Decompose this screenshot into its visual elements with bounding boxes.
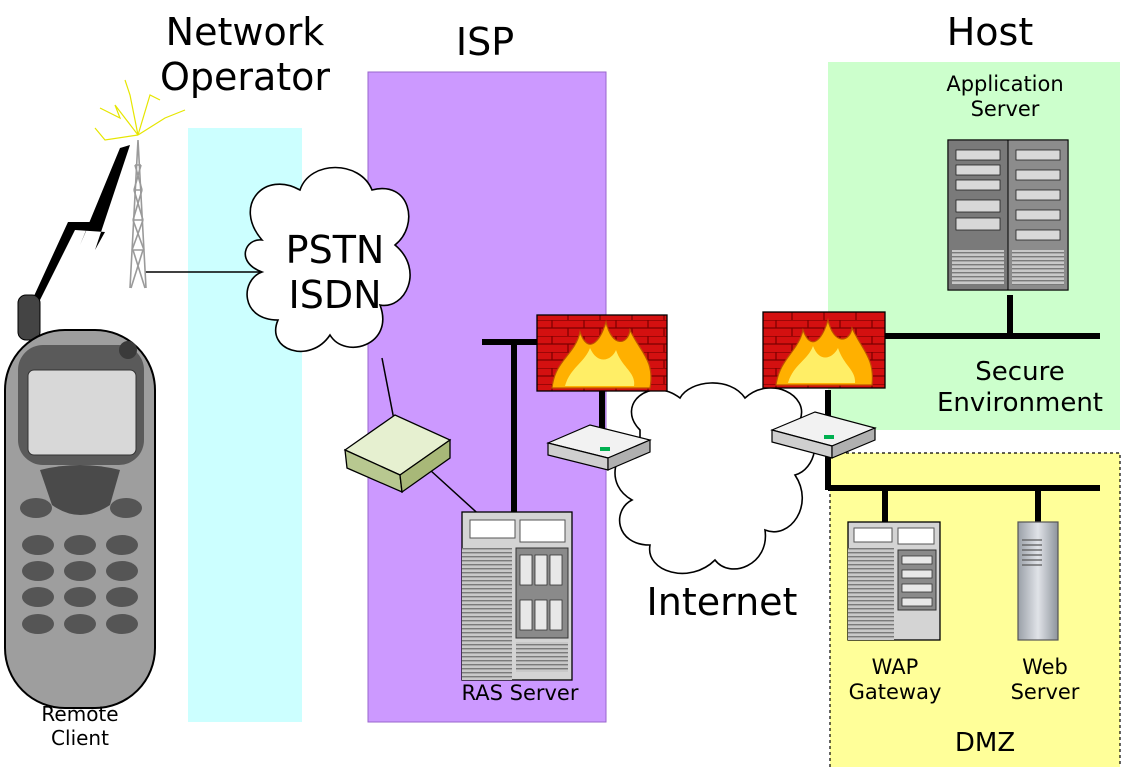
wap-label-line2: Gateway	[848, 679, 942, 704]
wap-gateway-label: WAP Gateway	[825, 655, 965, 705]
remote-label-line1: Remote	[41, 702, 119, 726]
application-label-line1: Application	[946, 72, 1064, 96]
server-icon	[847, 521, 941, 641]
application-server-label: Application Server	[920, 72, 1090, 122]
remote-label-line2: Client	[51, 725, 109, 750]
isdn-label: ISDN	[288, 272, 382, 317]
radio-tower-icon	[94, 79, 186, 289]
modem-icon	[343, 414, 452, 494]
ras-server-label: RAS Server	[461, 681, 579, 705]
mobile-phone-icon	[4, 294, 156, 709]
pstn-isdn-label: PSTN ISDN	[260, 228, 410, 318]
internet-cloud	[614, 382, 816, 575]
dmz-label: DMZ	[954, 728, 1016, 758]
router-icon	[546, 424, 652, 471]
network-operator-line2: Operator	[159, 54, 331, 99]
server-icon	[461, 511, 573, 681]
web-label-line1: Web	[1022, 655, 1068, 679]
wap-label-line1: WAP	[871, 655, 919, 679]
host-label: Host	[946, 10, 1034, 54]
network-operator-label: Network Operator	[120, 10, 370, 100]
server-icon	[947, 139, 1069, 291]
pstn-cloud	[244, 166, 411, 353]
web-server-label: Web Server	[985, 655, 1105, 705]
firewall-icon	[536, 314, 668, 392]
secure-label-line1: Secure	[975, 357, 1065, 387]
isp-label: ISP	[455, 20, 515, 64]
dmz-border	[829, 452, 1121, 767]
tower-server-icon	[1017, 521, 1059, 641]
secure-label-line2: Environment	[936, 387, 1104, 418]
network-buses	[482, 295, 1100, 522]
remote-client-label: Remote Client	[10, 702, 150, 750]
router-icon	[770, 411, 877, 459]
lightning-bolt-icon	[34, 145, 130, 300]
application-label-line2: Server	[970, 96, 1040, 121]
secure-environment-label: Secure Environment	[930, 357, 1110, 418]
network-operator-line1: Network	[165, 10, 325, 54]
firewall-icon	[762, 311, 886, 389]
internet-label: Internet	[646, 580, 798, 624]
web-label-line2: Server	[1010, 679, 1080, 704]
pstn-label: PSTN	[285, 228, 385, 272]
